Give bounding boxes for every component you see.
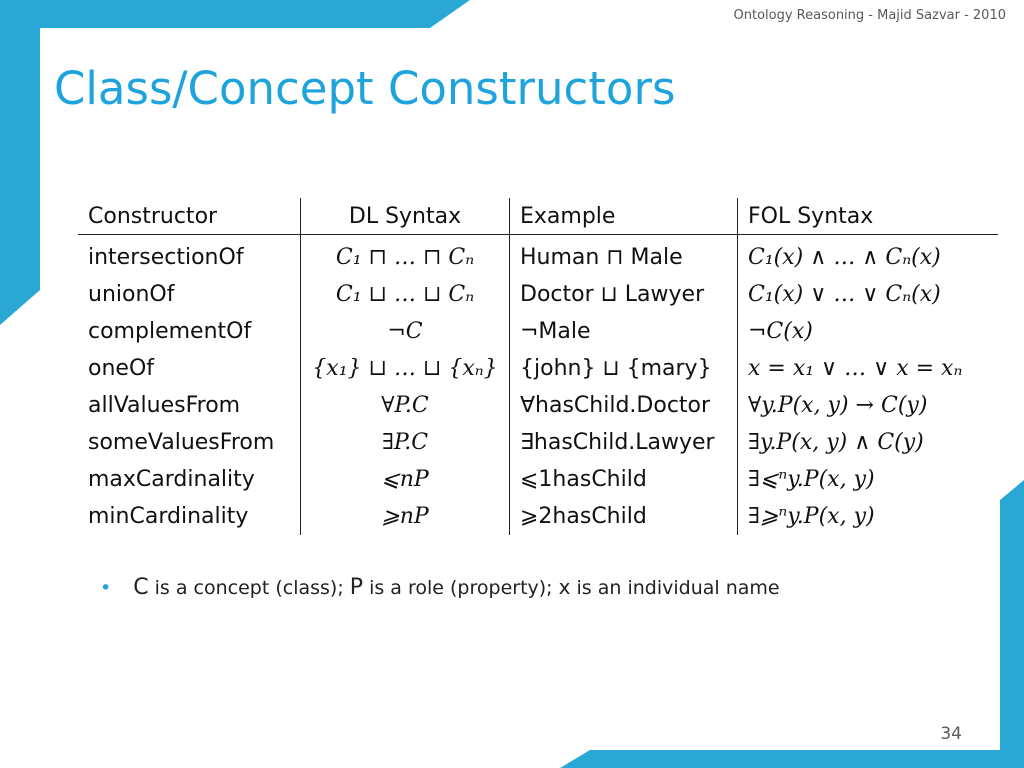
table-row: maxCardinality ⩽nP ⩽1hasChild ∃⩽ⁿy.P(x, … [78, 461, 998, 498]
concept-symbol: C [133, 575, 149, 600]
cell-example: ∀hasChild.Doctor [509, 387, 738, 424]
header-dl-syntax: DL Syntax [300, 198, 510, 235]
table-header-row: Constructor DL Syntax Example FOL Syntax [78, 198, 998, 235]
individual-description: is an individual name [570, 577, 780, 599]
cell-example: ⩾2hasChild [509, 498, 738, 535]
constructors-table-container: Constructor DL Syntax Example FOL Syntax… [78, 198, 998, 535]
cell-constructor: complementOf [78, 313, 301, 350]
cell-dl-syntax: ∃P.C [300, 424, 510, 461]
cell-constructor: intersectionOf [78, 234, 301, 276]
cell-dl-syntax: C₁ ⊓ … ⊓ Cₙ [300, 234, 510, 276]
cell-dl-syntax: ¬C [300, 313, 510, 350]
cell-example: Human ⊓ Male [509, 234, 738, 276]
table-row: oneOf {x₁} ⊔ … ⊔ {xₙ} {john} ⊔ {mary} x … [78, 350, 998, 387]
table-row: intersectionOf C₁ ⊓ … ⊓ Cₙ Human ⊓ Male … [78, 234, 998, 276]
table-row: complementOf ¬C ¬Male ¬C(x) [78, 313, 998, 350]
cell-constructor: someValuesFrom [78, 424, 301, 461]
cell-dl-syntax: C₁ ⊔ … ⊔ Cₙ [300, 276, 510, 313]
table-row: allValuesFrom ∀P.C ∀hasChild.Doctor ∀y.P… [78, 387, 998, 424]
header-fol-syntax: FOL Syntax [737, 198, 998, 235]
cell-constructor: oneOf [78, 350, 301, 387]
header-example: Example [509, 198, 738, 235]
cell-fol-syntax: C₁(x) ∨ … ∨ Cₙ(x) [748, 282, 941, 307]
concept-description: is a concept (class); [148, 577, 350, 599]
legend-bullet: • C is a concept (class); P is a role (pr… [100, 575, 780, 600]
cell-example: ∃hasChild.Lawyer [509, 424, 738, 461]
cell-fol-syntax: ∃y.P(x, y) ∧ C(y) [748, 430, 924, 455]
cell-fol-syntax: x = x₁ ∨ … ∨ x = xₙ [748, 356, 963, 381]
table-row: someValuesFrom ∃P.C ∃hasChild.Lawyer ∃y.… [78, 424, 998, 461]
role-description: is a role (property); [363, 577, 559, 599]
page-number: 34 [940, 724, 962, 744]
slide-title: Class/Concept Constructors [54, 62, 676, 115]
constructors-table: Constructor DL Syntax Example FOL Syntax… [78, 198, 998, 535]
cell-example: {john} ⊔ {mary} [509, 350, 738, 387]
cell-fol-syntax: ¬C(x) [748, 319, 813, 344]
bullet-dot-icon: • [100, 577, 112, 599]
cell-example: ¬Male [509, 313, 738, 350]
cell-fol-syntax: ∀y.P(x, y) → C(y) [748, 393, 928, 418]
header-constructor: Constructor [78, 198, 301, 235]
role-symbol: P [349, 575, 364, 600]
cell-example: ⩽1hasChild [509, 461, 738, 498]
table-row: minCardinality ⩾nP ⩾2hasChild ∃⩾ⁿy.P(x, … [78, 498, 998, 535]
cell-dl-syntax: ⩽nP [300, 461, 510, 498]
cell-dl-syntax: {x₁} ⊔ … ⊔ {xₙ} [300, 350, 510, 387]
cell-fol-syntax: ∃⩽ⁿy.P(x, y) [748, 467, 875, 492]
cell-constructor: allValuesFrom [78, 387, 301, 424]
individual-symbol: x [558, 575, 571, 599]
cell-fol-syntax: ∃⩾ⁿy.P(x, y) [748, 504, 875, 529]
cell-constructor: unionOf [78, 276, 301, 313]
presentation-footer-note: Ontology Reasoning - Majid Sazvar - 2010 [733, 8, 1006, 23]
table-row: unionOf C₁ ⊔ … ⊔ Cₙ Doctor ⊔ Lawyer C₁(x… [78, 276, 998, 313]
cell-dl-syntax: ⩾nP [300, 498, 510, 535]
cell-example: Doctor ⊔ Lawyer [509, 276, 738, 313]
cell-dl-syntax: ∀P.C [300, 387, 510, 424]
cell-constructor: maxCardinality [78, 461, 301, 498]
cell-constructor: minCardinality [78, 498, 301, 535]
cell-fol-syntax: C₁(x) ∧ … ∧ Cₙ(x) [748, 245, 941, 270]
